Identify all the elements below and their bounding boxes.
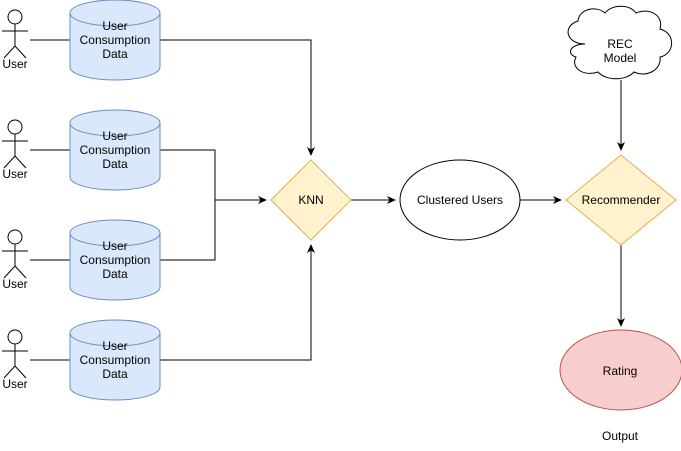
rec-model-node: REC Model xyxy=(567,5,673,80)
recommender-diamond xyxy=(565,154,677,246)
user-label: User xyxy=(2,277,27,291)
clustered-users-ellipse xyxy=(399,159,521,241)
user-label: User xyxy=(2,167,27,181)
user-label: User xyxy=(2,377,27,391)
edge-data3-knn xyxy=(160,200,216,261)
user-actor-icon xyxy=(2,329,28,379)
rating-label: Rating xyxy=(603,364,638,378)
rec-model-label-line2: Model xyxy=(604,51,637,65)
consumption-database-icon xyxy=(69,219,161,301)
rec-model-cloud xyxy=(567,5,673,80)
knn-node: KNN xyxy=(270,159,352,241)
database-label-line: Consumption xyxy=(80,353,151,367)
recommender-label: Recommender xyxy=(582,193,661,207)
database-label-line: Consumption xyxy=(80,143,151,157)
database-label-line: User xyxy=(102,19,127,33)
knn-diamond xyxy=(270,159,352,241)
database-label-line: Data xyxy=(102,267,128,281)
consumption-database-icon xyxy=(69,319,161,401)
edge-data4-knn xyxy=(160,244,315,361)
database-label-line: User xyxy=(102,239,127,253)
user-rows: UserUserConsumptionDataUserUserConsumpti… xyxy=(2,0,161,401)
connectors xyxy=(30,39,625,361)
recommender-node: Recommender xyxy=(565,154,677,246)
clustered-users-node: Clustered Users xyxy=(399,159,521,241)
database-label-line: User xyxy=(102,339,127,353)
user-actor-icon xyxy=(2,9,28,59)
rating-node: Rating xyxy=(559,329,681,411)
database-label-line: Data xyxy=(102,157,128,171)
consumption-database-icon xyxy=(69,109,161,191)
database-label-line: Data xyxy=(102,47,128,61)
user-actor-icon xyxy=(2,229,28,279)
database-label-line: Data xyxy=(102,367,128,381)
database-label-line: Consumption xyxy=(80,253,151,267)
knn-label: KNN xyxy=(298,193,323,207)
database-label-line: User xyxy=(102,129,127,143)
output-label: Output xyxy=(602,429,639,443)
user-actor-icon xyxy=(2,119,28,169)
clustered-users-label: Clustered Users xyxy=(417,193,503,207)
edge-data2-knn xyxy=(160,149,267,204)
consumption-database-icon xyxy=(69,0,161,81)
rec-model-label-line1: REC xyxy=(607,37,633,51)
user-label: User xyxy=(2,57,27,71)
edge-data1-knn xyxy=(160,39,315,156)
database-label-line: Consumption xyxy=(80,33,151,47)
rating-ellipse xyxy=(559,329,681,411)
